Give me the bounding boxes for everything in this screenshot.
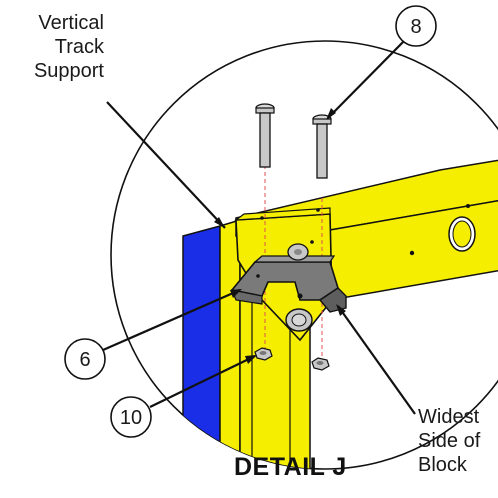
leader-widest-side	[337, 305, 416, 415]
leader-vertical-track-support	[106, 101, 226, 229]
label-line: Block	[418, 454, 467, 476]
balloon-10: 10	[110, 396, 152, 438]
label-line: Side of	[418, 430, 481, 452]
leader-balloon-10	[149, 355, 256, 408]
nut-left	[254, 347, 273, 361]
nut-right	[311, 357, 330, 371]
balloon-8: 8	[395, 5, 437, 47]
label-vertical-track-support: Vertical Track Support	[2, 11, 104, 83]
balloon-10-text: 10	[120, 407, 142, 429]
leader-balloon-6	[102, 288, 241, 352]
label-line: Track	[54, 36, 104, 58]
detail-title: DETAIL J	[234, 453, 347, 481]
balloon-6: 6	[64, 338, 106, 380]
detail-contents	[182, 103, 498, 469]
bolt-left	[255, 103, 275, 168]
balloon-6-text: 6	[79, 349, 90, 371]
label-line: Vertical	[38, 12, 104, 34]
label-widest-side-of-block: Widest Side of Block	[418, 405, 498, 477]
bolt-right	[312, 114, 332, 179]
balloon-8-text: 8	[410, 16, 421, 38]
label-line: Widest	[418, 406, 480, 428]
label-line: Support	[33, 60, 104, 82]
vertical-track-support-blue-face	[182, 225, 221, 469]
leader-balloon-8	[327, 39, 406, 119]
